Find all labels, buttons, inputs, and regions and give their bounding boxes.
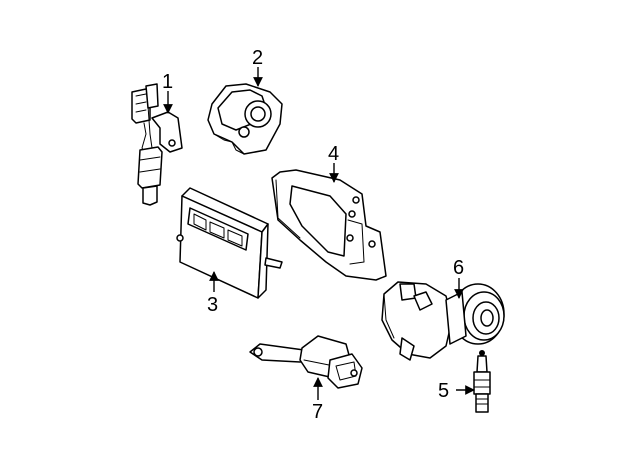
part-5-spark-plug[interactable] [473, 350, 491, 413]
callout-5: 5 [438, 380, 449, 402]
part-4-mounting-bracket[interactable] [271, 169, 387, 281]
callout-3: 3 [207, 294, 218, 316]
part-3-engine-control-module[interactable] [176, 187, 283, 299]
part-2-throttle-sensor[interactable] [207, 83, 283, 155]
callout-4: 4 [328, 143, 339, 165]
callout-1: 1 [162, 71, 173, 93]
callout-6: 6 [453, 257, 464, 279]
leader-lines [163, 67, 475, 400]
callout-7: 7 [312, 401, 323, 423]
part-7-crankshaft-sensor[interactable] [249, 335, 363, 389]
part-1-camshaft-sensor[interactable] [131, 83, 183, 206]
callout-labels: 1 2 3 4 5 6 7 [162, 47, 464, 423]
callout-2: 2 [252, 47, 263, 69]
part-6-tensioner-assembly[interactable] [381, 281, 505, 361]
